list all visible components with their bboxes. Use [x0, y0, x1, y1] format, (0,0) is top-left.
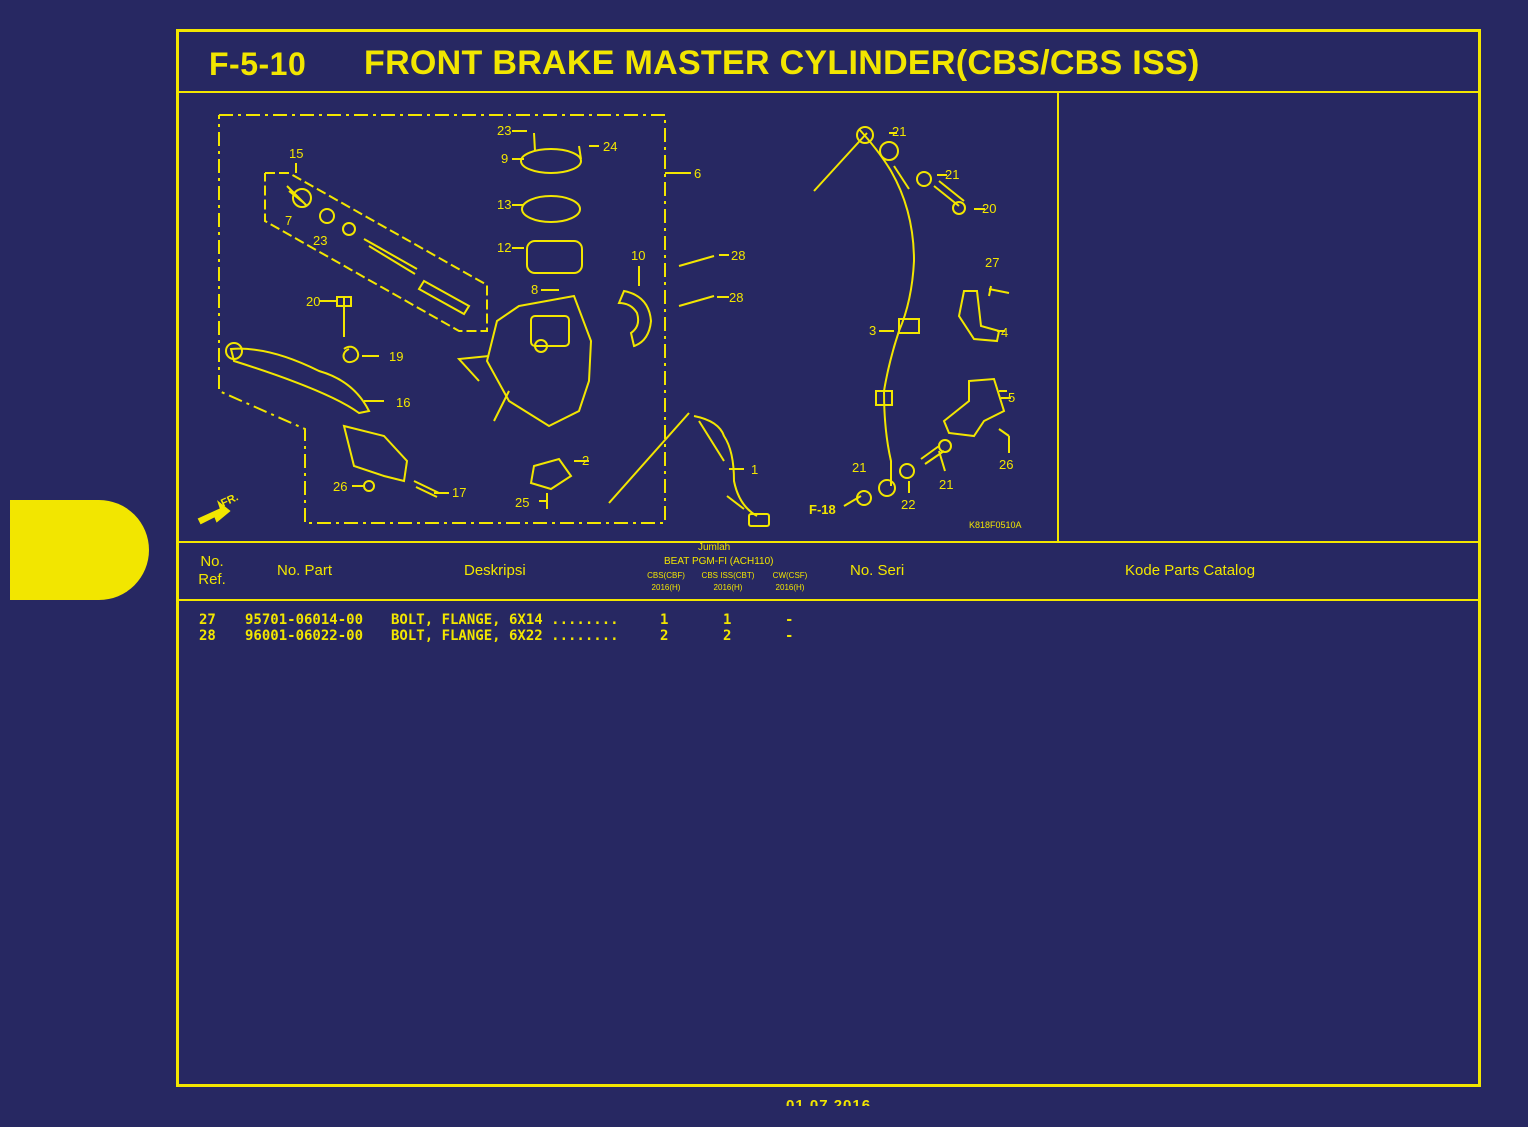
callout-26: 27: [985, 255, 999, 270]
callout-9: 9: [501, 151, 508, 166]
diagram-drawing: 23 24 9 13 12 6 8 10 28 28 15 7 23 20 19…: [197, 114, 1022, 530]
title-bar: F-5-10 FRONT BRAKE MASTER CYLINDER(CBS/C…: [179, 32, 1478, 93]
callout-20b: 21: [939, 477, 953, 492]
callout-16: 16: [396, 395, 410, 410]
header-no: No.: [200, 553, 224, 570]
parts-sheet: F-5-10 FRONT BRAKE MASTER CYLINDER(CBS/C…: [176, 29, 1481, 1087]
ref-label: F-18: [809, 502, 836, 517]
diagram-code: K818F0510A: [969, 520, 1022, 530]
callout-2: 2: [582, 453, 589, 468]
callout-21b: 21: [945, 167, 959, 182]
cell-part: 95701-06014-00: [245, 612, 364, 628]
header-ref: Ref.: [198, 571, 226, 588]
callout-13: 13: [497, 197, 511, 212]
chapter-tab-marker[interactable]: [10, 500, 149, 600]
callout-17: 17: [452, 485, 466, 500]
callout-10: 10: [631, 248, 645, 263]
callout-3: 3: [869, 323, 876, 338]
cell-qty2: 1: [723, 612, 732, 628]
callout-24: 25: [515, 495, 529, 510]
callout-28b: 28: [729, 290, 743, 305]
header-col3: CW(CSF): [772, 571, 808, 580]
header-year1: 2016(H): [651, 583, 681, 592]
header-col2: CBS ISS(CBT): [701, 571, 755, 580]
header-no-ref: No. Ref.: [197, 553, 227, 589]
callout-22: 23: [313, 233, 327, 248]
callout-23a: 23: [497, 123, 511, 138]
front-label: FR.: [219, 491, 240, 509]
cell-qty3: -: [785, 628, 794, 644]
header-model: BEAT PGM-FI (ACH110): [664, 556, 774, 567]
cell-desc: BOLT, FLANGE, 6X22 ........: [391, 628, 619, 644]
footer-date: 01.07.2016: [786, 1097, 872, 1106]
cell-ref: 28: [199, 628, 216, 644]
callout-18: 19: [389, 349, 403, 364]
callout-19: 20: [306, 294, 320, 309]
cell-ref: 27: [199, 612, 216, 628]
callout-20a: 20: [982, 201, 996, 216]
callout-4: 4: [1001, 325, 1008, 340]
header-kode-parts: Kode Parts Catalog: [1125, 562, 1256, 579]
table-header: No. Ref. No. Part Deskripsi Jumlah BEAT …: [179, 541, 1478, 601]
callout-5: 5: [1008, 390, 1015, 405]
callout-23b: 24: [603, 139, 617, 154]
parts-table-body: 27 95701-06014-00 BOLT, FLANGE, 6X14 ...…: [179, 612, 1478, 644]
cell-qty3: -: [785, 612, 794, 628]
page-title: FRONT BRAKE MASTER CYLINDER(CBS/CBS ISS): [364, 44, 1200, 82]
header-no-part: No. Part: [277, 562, 333, 579]
callout-21a: 21: [892, 124, 906, 139]
callout-21d: 22: [901, 497, 915, 512]
header-year3: 2016(H): [775, 583, 805, 592]
header-deskripsi: Deskripsi: [464, 562, 526, 579]
callout-6: 6: [694, 166, 701, 181]
header-col1: CBS(CBF): [647, 571, 685, 580]
cell-qty1: 1: [660, 612, 669, 628]
cell-part: 96001-06022-00: [245, 628, 364, 644]
callout-8: 8: [531, 282, 538, 297]
figure-code: F-5-10: [209, 46, 307, 82]
callout-28a: 28: [731, 248, 745, 263]
callout-1: 1: [751, 462, 758, 477]
cell-qty1: 2: [660, 628, 669, 644]
callout-21c: 21: [852, 460, 866, 475]
callout-27: 26: [999, 457, 1013, 472]
header-jumlah: Jumlah: [698, 542, 731, 553]
header-no-seri: No. Seri: [850, 562, 905, 579]
callout-12: 12: [497, 240, 511, 255]
table-row[interactable]: 27 95701-06014-00 BOLT, FLANGE, 6X14 ...…: [179, 612, 1478, 628]
exploded-diagram: 23 24 9 13 12 6 8 10 28 28 15 7 23 20 19…: [179, 91, 1059, 541]
callout-25: 26: [333, 479, 347, 494]
callout-15: 15: [289, 146, 303, 161]
callout-7: 7: [285, 213, 292, 228]
cell-qty2: 2: [723, 628, 732, 644]
table-row[interactable]: 28 96001-06022-00 BOLT, FLANGE, 6X22 ...…: [179, 628, 1478, 644]
header-year2: 2016(H): [713, 583, 743, 592]
cell-desc: BOLT, FLANGE, 6X14 ........: [391, 612, 619, 628]
